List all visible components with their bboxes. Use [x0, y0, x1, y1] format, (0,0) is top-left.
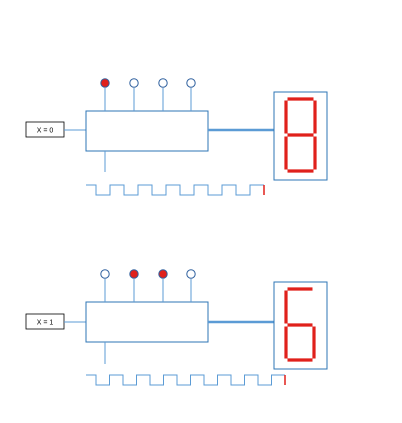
led-stems	[104, 279, 192, 302]
circuit-1: X = 0	[25, 78, 328, 196]
input-label: X = 1	[37, 320, 54, 327]
clock-waveform	[86, 184, 264, 196]
led-output-2	[129, 78, 139, 88]
led-output-1	[100, 78, 110, 88]
register-block	[85, 301, 209, 343]
led-output-4	[186, 269, 196, 279]
seven-segment-digit	[284, 97, 317, 173]
led-output-1	[100, 269, 110, 279]
led-output-3	[158, 78, 168, 88]
input-label: X = 0	[37, 128, 54, 135]
led-stems	[104, 88, 192, 111]
register-block	[85, 110, 209, 152]
seven-segment-digit	[284, 287, 316, 362]
clock-waveform	[86, 374, 285, 386]
circuit-2: X = 1	[25, 269, 328, 386]
led-output-4	[186, 78, 196, 88]
led-output-2	[129, 269, 139, 279]
led-output-3	[158, 269, 168, 279]
